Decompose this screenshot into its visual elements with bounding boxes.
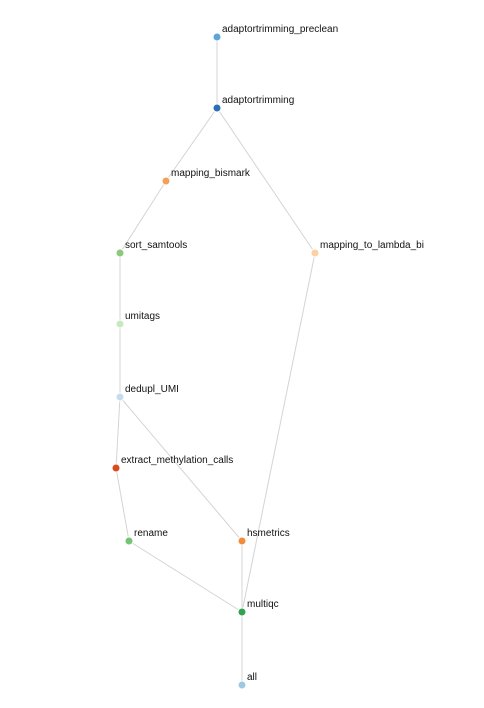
node-mapping_to_lambda_bi[interactable]: mapping_to_lambda_bi [310, 240, 424, 258]
node-label: adaptortrimming [222, 95, 294, 106]
node-dot[interactable] [237, 680, 247, 690]
node-adaptortrimming_preclean[interactable]: adaptortrimming_preclean [212, 24, 338, 42]
node-label: extract_methylation_calls [121, 455, 233, 466]
node-label: dedupl_UMI [125, 384, 179, 395]
node-dot[interactable] [237, 536, 247, 546]
node-mapping_bismark[interactable]: mapping_bismark [161, 168, 251, 186]
edge-extract_methylation_calls-to-rename [115, 467, 130, 542]
node-dot[interactable] [310, 248, 320, 258]
node-label: multiqc [247, 599, 279, 610]
edge-dedupl_UMI-to-hsmetrics [119, 396, 243, 542]
node-label: rename [134, 528, 168, 539]
edge-adaptortrimming-to-mapping_bismark [165, 107, 218, 182]
node-dot[interactable] [124, 536, 134, 546]
node-label: mapping_bismark [171, 168, 251, 179]
edge-mapping_bismark-to-sort_samtools [119, 180, 167, 254]
node-sort_samtools[interactable]: sort_samtools [115, 240, 187, 258]
node-dot[interactable] [237, 607, 247, 617]
node-multiqc[interactable]: multiqc [237, 599, 279, 617]
node-label: umitags [125, 311, 160, 322]
edges-layer [115, 37, 316, 685]
node-dot[interactable] [212, 103, 222, 113]
node-label: hsmetrics [247, 528, 290, 539]
node-all[interactable]: all [237, 672, 257, 690]
node-extract_methylation_calls[interactable]: extract_methylation_calls [111, 455, 233, 473]
node-umitags[interactable]: umitags [115, 311, 160, 329]
node-label: adaptortrimming_preclean [222, 24, 338, 35]
edge-mapping_to_lambda_bi-to-multiqc [241, 252, 316, 613]
node-dot[interactable] [115, 319, 125, 329]
node-adaptortrimming[interactable]: adaptortrimming [212, 95, 294, 113]
node-label: mapping_to_lambda_bi [320, 240, 424, 251]
edge-adaptortrimming-to-mapping_to_lambda_bi [216, 107, 316, 254]
node-dedupl_UMI[interactable]: dedupl_UMI [115, 384, 179, 402]
node-label: all [247, 672, 257, 683]
node-rename[interactable]: rename [124, 528, 168, 546]
node-dot[interactable] [212, 32, 222, 42]
node-hsmetrics[interactable]: hsmetrics [237, 528, 290, 546]
node-dot[interactable] [115, 248, 125, 258]
edge-dedupl_UMI-to-extract_methylation_calls [115, 396, 121, 469]
nodes-layer: adaptortrimming_preclean adaptortrimming m… [111, 24, 424, 690]
edge-rename-to-multiqc [128, 540, 243, 613]
node-dot[interactable] [115, 392, 125, 402]
node-label: sort_samtools [125, 240, 187, 251]
node-dot[interactable] [111, 463, 121, 473]
node-dot[interactable] [161, 176, 171, 186]
